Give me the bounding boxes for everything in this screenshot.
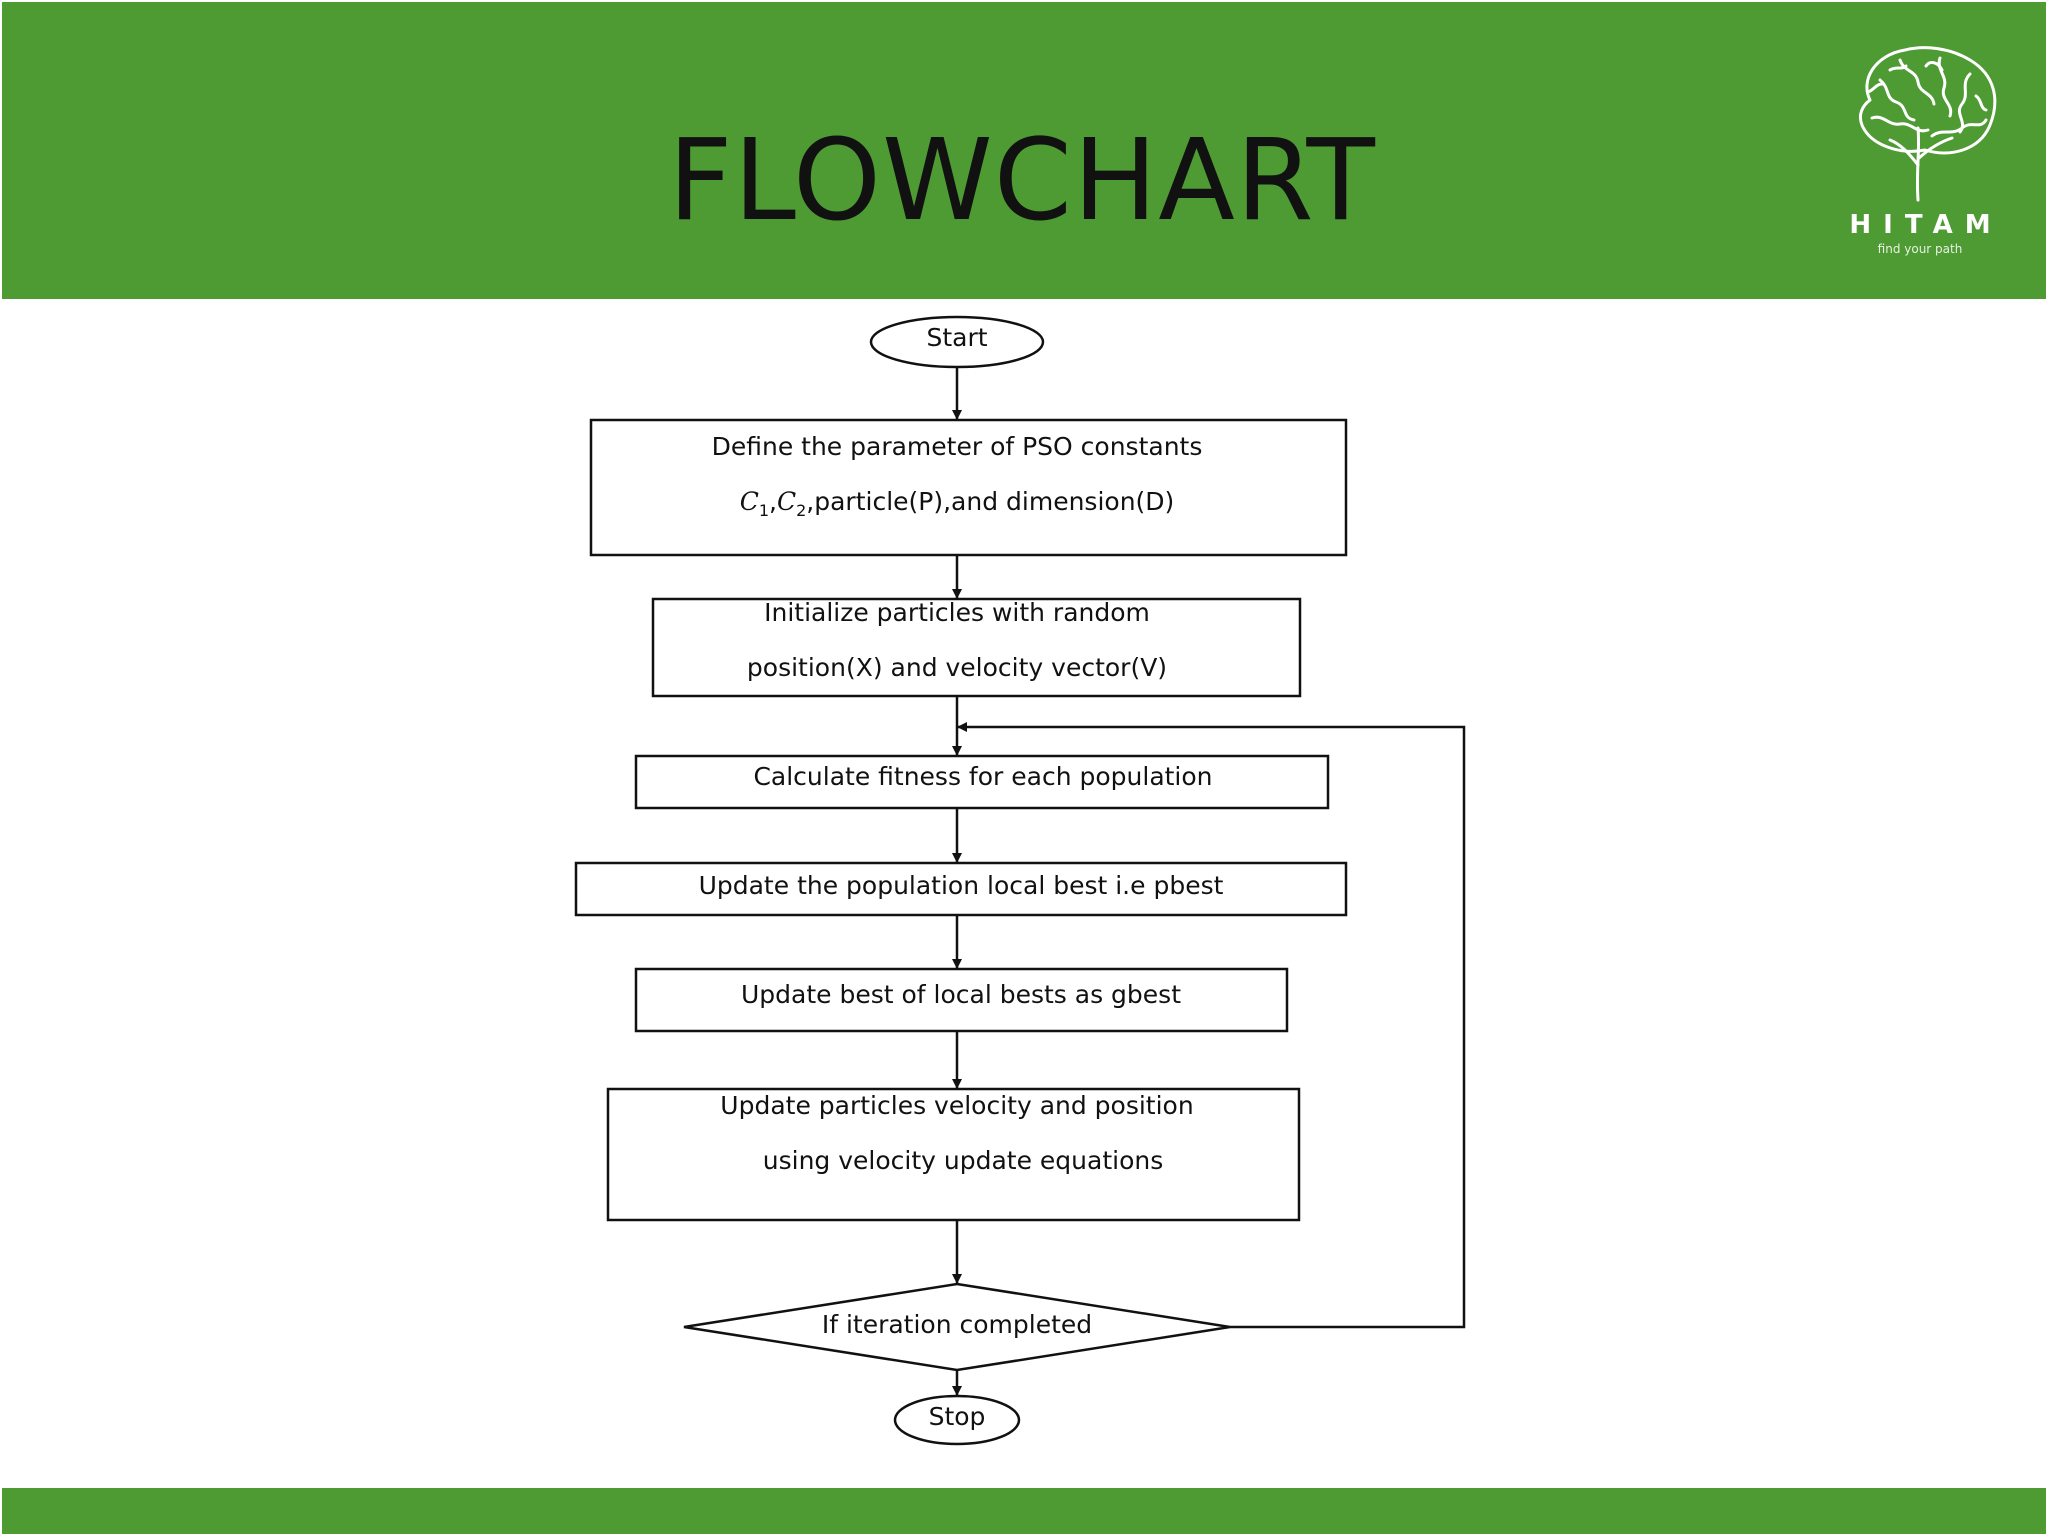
step3-label: Calculate fitness for each population <box>753 762 1212 791</box>
stop-terminal <box>893 1394 1021 1446</box>
step6-line1: Update particles velocity and position <box>720 1091 1193 1120</box>
step-update-gbest <box>634 967 1289 1033</box>
step-calculate-fitness <box>634 754 1330 810</box>
stop-label: Stop <box>929 1402 986 1431</box>
step5-label: Update best of local bests as gbest <box>741 980 1181 1009</box>
step-define-parameters <box>589 418 1348 557</box>
header-band <box>2 2 2046 299</box>
logo-name: HITAM <box>1849 210 2003 240</box>
logo-tagline: find your path <box>1877 242 1963 256</box>
footer-band <box>2 1488 2046 1534</box>
tree-brain-icon <box>1858 46 1997 202</box>
step2-line2: position(X) and velocity vector(V) <box>747 653 1167 682</box>
hitam-logo: HITAM find your path <box>1830 40 2010 270</box>
step-update-pbest <box>574 861 1348 917</box>
decision-label: If iteration completed <box>822 1310 1092 1339</box>
step1-line1: Define the parameter of PSO constants <box>712 432 1203 461</box>
step-update-velocity-position <box>606 1087 1301 1222</box>
step4-label: Update the population local best i.e pbe… <box>699 871 1224 900</box>
step1-line2: C1,C2,particle(P),and dimension(D) <box>740 487 1175 520</box>
start-label: Start <box>926 323 987 352</box>
step6-line2: using velocity update equations <box>763 1146 1164 1175</box>
step2-line1: Initialize particles with random <box>764 598 1150 627</box>
slide-title: FLOWCHART <box>668 116 1376 246</box>
loop-back-arrow <box>957 722 1466 1329</box>
step-initialize-particles <box>651 597 1302 698</box>
